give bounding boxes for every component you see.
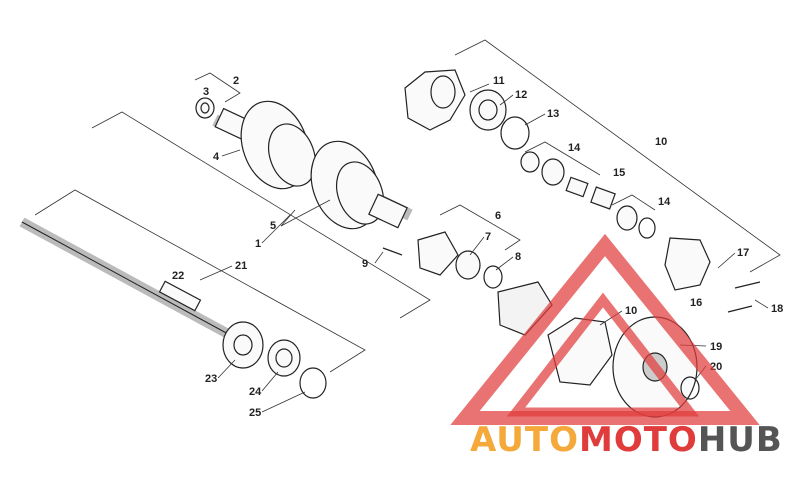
callout-9: 9 <box>362 258 368 270</box>
part-bearing-3 <box>195 97 215 119</box>
watermark-auto: AUTO <box>470 420 579 460</box>
callout-12: 12 <box>515 89 527 101</box>
callout-21: 21 <box>235 260 247 272</box>
callout-10: 10 <box>655 136 667 148</box>
callout-1: 1 <box>255 238 261 250</box>
callout-13: 13 <box>547 108 559 120</box>
watermark-logo-text: AUTOMOTOHUB <box>470 420 783 460</box>
watermark-triangle-outer <box>450 233 760 425</box>
watermark-triangle-inner <box>506 292 700 417</box>
callout-19: 19 <box>710 341 722 353</box>
watermark-moto: MOTO <box>579 420 698 460</box>
callout-2: 2 <box>233 75 239 87</box>
callout-labels: 1 2 3 4 5 6 7 8 9 10 11 12 13 14 14 15 1… <box>172 75 783 419</box>
callout-4: 4 <box>213 151 220 163</box>
callout-3: 3 <box>203 86 209 98</box>
callout-24: 24 <box>249 386 262 398</box>
callout-15: 15 <box>613 167 625 179</box>
callout-22: 22 <box>172 270 184 282</box>
callout-8: 8 <box>515 251 521 263</box>
callout-7: 7 <box>485 231 491 243</box>
group-lines <box>34 39 781 373</box>
callout-16: 16 <box>690 297 702 309</box>
callout-18: 18 <box>771 303 783 315</box>
callout-25: 25 <box>249 407 261 419</box>
part-seal-group <box>382 231 553 336</box>
callout-14a: 14 <box>568 142 581 154</box>
watermark-hub: HUB <box>698 420 783 460</box>
callout-17: 17 <box>737 247 749 259</box>
callout-10b: 10 <box>625 305 637 317</box>
part-shaft-assembly <box>212 100 413 230</box>
callout-14b: 14 <box>658 196 671 208</box>
part-axle-bearing-set <box>222 321 327 399</box>
watermark: AUTOMOTOHUB <box>450 233 783 460</box>
callout-23: 23 <box>205 373 217 385</box>
part-axle <box>19 217 233 340</box>
callout-6: 6 <box>495 210 501 222</box>
callout-11: 11 <box>493 75 505 87</box>
callout-5: 5 <box>270 220 276 232</box>
part-chaincase <box>404 69 761 313</box>
leader-lines <box>199 83 769 413</box>
